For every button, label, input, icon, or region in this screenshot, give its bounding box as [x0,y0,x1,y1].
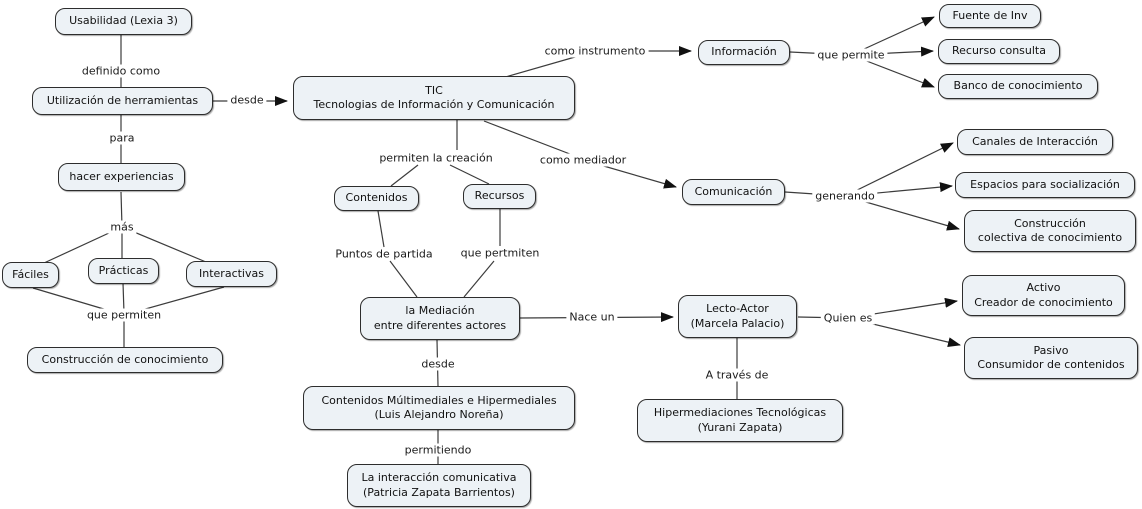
link-label-como-instrumento[interactable]: como instrumento [541,44,649,58]
node-recurso-consulta-label: Recurso consulta [952,44,1046,58]
node-comunicacion-label: Comunicación [694,184,773,198]
link-label-permiten-la-creacion[interactable]: permiten la creación [376,151,496,165]
link-label-que-pertmiten[interactable]: que pertmiten [457,246,543,260]
node-lecto-actor-line1: Lecto-Actor [706,302,769,316]
node-construccion-colectiva[interactable]: Construcción colectiva de conocimiento [964,210,1136,252]
link-label-que-permiten[interactable]: que permiten [83,308,165,322]
node-canales-interaccion-label: Canales de Interacción [972,134,1098,148]
node-tic-line2: Tecnologias de Información y Comunicació… [313,98,555,111]
node-faciles-label: Fáciles [12,267,49,281]
link-label-para[interactable]: para [106,131,138,145]
connector [377,210,385,248]
node-banco-conocimiento-label: Banco de conocimiento [953,79,1083,93]
node-pasivo[interactable]: Pasivo Consumidor de contenidos [964,337,1138,379]
node-hacer-experiencias[interactable]: hacer experiencias [58,163,185,191]
connector [449,164,490,185]
node-comunicacion[interactable]: Comunicación [682,179,785,205]
node-contenidos-multimediales[interactable]: Contenidos Múltimediales e Hipermediales… [303,386,575,430]
node-interactivas[interactable]: Interactivas [186,261,277,287]
node-fuente-de-inv[interactable]: Fuente de Inv [939,4,1041,28]
node-hipermediaciones-line1: Hipermediaciones Tecnológicas [653,406,827,420]
node-interaccion-comunicativa-line2: (Patricia Zapata Barrientos) [363,485,515,499]
connector [390,164,419,187]
node-recursos-label: Recursos [474,189,525,203]
node-hipermediaciones[interactable]: Hipermediaciones Tecnológicas (Yurani Za… [637,399,843,442]
node-interaccion-comunicativa[interactable]: La interacción comunicativa (Patricia Za… [347,464,531,507]
link-label-permitiendo[interactable]: permitiendo [401,443,475,457]
node-espacios-socializacion-label: Espacios para socialización [970,177,1120,191]
node-recurso-consulta[interactable]: Recurso consulta [938,39,1060,64]
node-recursos[interactable]: Recursos [463,184,536,209]
node-informacion[interactable]: Información [698,40,790,65]
link-label-definido-como[interactable]: definido como [78,64,164,78]
node-fuente-de-inv-label: Fuente de Inv [952,8,1028,22]
connector [122,282,125,314]
node-contenidos-multimediales-line1: Contenidos Múltimediales e Hipermediales [321,393,557,407]
node-hipermediaciones-line2: (Yurani Zapata) [697,420,783,434]
link-label-desde-tic[interactable]: desde [227,93,267,107]
node-canales-interaccion[interactable]: Canales de Interacción [957,129,1113,155]
connector [483,120,584,160]
node-usabilidad[interactable]: Usabilidad (Lexia 3) [55,8,192,35]
node-activo[interactable]: Activo Creador de conocimiento [962,275,1125,316]
link-label-que-permite[interactable]: que permite [814,48,888,62]
node-contenidos-multimediales-line2: (Luis Alejandro Noreña) [374,408,504,421]
node-practicas[interactable]: Prácticas [88,258,159,284]
node-tic-line1: TIC [425,83,443,97]
node-activo-line1: Activo [1026,281,1061,295]
link-label-mas[interactable]: más [107,220,137,234]
node-hacer-experiencias-label: hacer experiencias [69,169,174,183]
node-interaccion-comunicativa-line1: La interacción comunicativa [361,471,517,485]
node-mediacion-line1: la Mediación [405,304,475,318]
node-activo-line2: Creador de conocimiento [974,295,1113,309]
node-espacios-socializacion[interactable]: Espacios para socialización [955,172,1135,198]
node-utilizacion-herramientas[interactable]: Utilización de herramientas [32,87,213,115]
node-lecto-actor[interactable]: Lecto-Actor (Marcela Palacio) [678,295,797,338]
node-mediacion[interactable]: la Mediación entre diferentes actores [360,297,520,340]
node-construccion-conocimiento[interactable]: Construcción de conocimiento [27,347,223,373]
node-interactivas-label: Interactivas [199,266,264,280]
node-contenidos-label: Contenidos [345,191,408,205]
connector [844,142,954,197]
node-usabilidad-label: Usabilidad (Lexia 3) [69,14,178,28]
node-pasivo-line1: Pasivo [1033,343,1069,357]
node-mediacion-line2: entre diferentes actores [373,318,507,332]
node-pasivo-line2: Consumidor de contenidos [977,358,1125,371]
node-informacion-label: Información [711,45,777,59]
link-label-nace-un[interactable]: Nace un [566,310,618,324]
node-construccion-colectiva-line2: colectiva de conocimiento [977,231,1123,244]
node-construccion-colectiva-line1: Construcción [1014,216,1086,230]
link-label-quien-es[interactable]: Quien es [820,311,876,325]
link-label-desde-contenidos[interactable]: desde [418,357,458,371]
connector [389,260,418,298]
node-tic[interactable]: TIC Tecnologias de Información y Comunic… [293,76,575,120]
link-label-como-mediador[interactable]: como mediador [536,153,630,167]
connector [463,260,495,298]
node-banco-conocimiento[interactable]: Banco de conocimiento [938,74,1098,99]
link-label-generando[interactable]: generando [812,189,878,203]
link-label-a-traves-de[interactable]: A través de [702,368,772,382]
node-practicas-label: Prácticas [98,263,149,277]
node-construccion-conocimiento-label: Construcción de conocimiento [41,352,209,366]
node-faciles[interactable]: Fáciles [2,262,59,288]
link-label-puntos-de-partida[interactable]: Puntos de partida [332,247,436,261]
node-contenidos[interactable]: Contenidos [334,186,419,211]
node-utilizacion-label: Utilización de herramientas [46,93,199,107]
node-lecto-actor-line2: (Marcela Palacio) [690,316,785,330]
